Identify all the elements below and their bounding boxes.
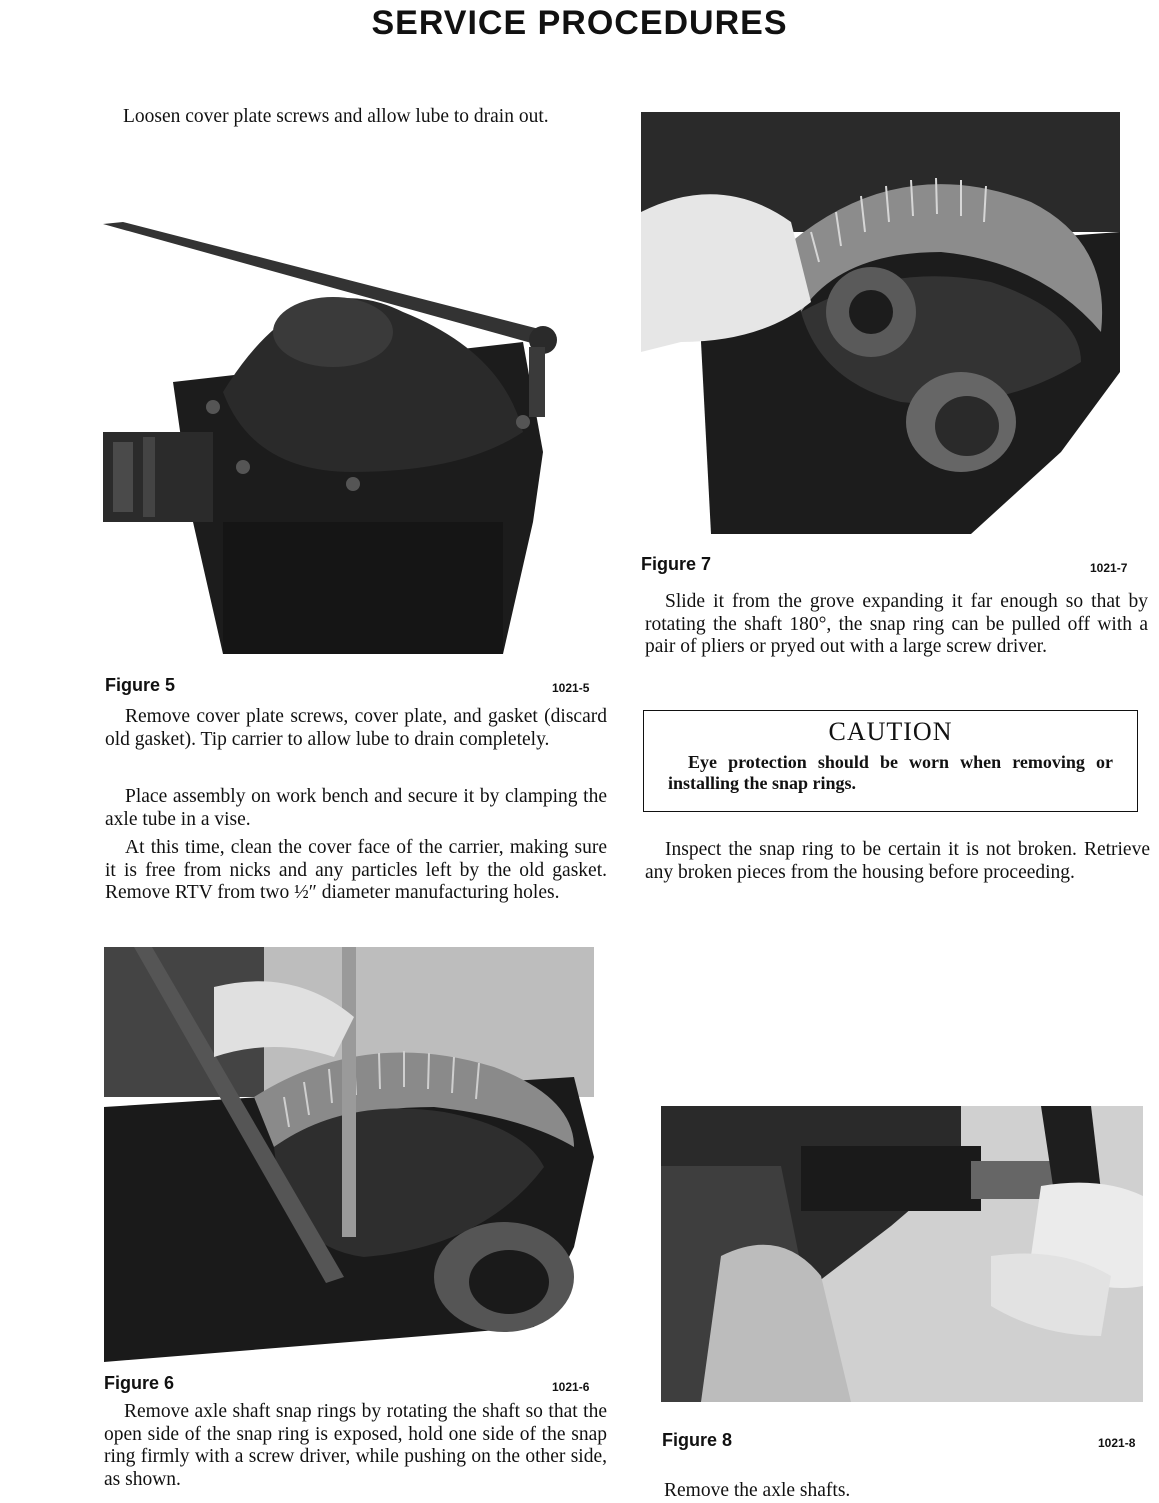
page-title: SERVICE PROCEDURES bbox=[371, 4, 788, 42]
paragraph-drain-lube: Loosen cover plate screws and allow lube… bbox=[123, 106, 549, 127]
figure-5-label: Figure 5 bbox=[105, 675, 176, 695]
figure-6-code: 1021-6 bbox=[552, 1380, 590, 1394]
figure-6-photo bbox=[104, 947, 594, 1362]
figure-7-label: Figure 7 bbox=[641, 554, 712, 574]
paragraph-inspect-snap-ring: Inspect the snap ring to be certain it i… bbox=[645, 839, 1150, 883]
caution-title: CAUTION bbox=[828, 717, 953, 746]
figure-6-label: Figure 6 bbox=[104, 1373, 175, 1393]
paragraph-remove-cover: Remove cover plate screws, cover plate, … bbox=[105, 706, 607, 750]
figure-8-label: Figure 8 bbox=[662, 1430, 733, 1450]
figure-7-code: 1021-7 bbox=[1090, 561, 1128, 575]
figure-7-photo bbox=[641, 112, 1120, 534]
figure-5-code: 1021-5 bbox=[552, 681, 590, 695]
figure-5-photo bbox=[103, 222, 581, 654]
caution-text: Eye protection should be worn when remov… bbox=[668, 752, 1113, 793]
figure-8-photo bbox=[661, 1106, 1143, 1402]
paragraph-remove-snap-rings: Remove axle shaft snap rings by rotating… bbox=[104, 1401, 607, 1490]
paragraph-work-bench: Place assembly on work bench and secure … bbox=[105, 786, 607, 830]
paragraph-slide-from-grove: Slide it from the grove expanding it far… bbox=[645, 591, 1148, 657]
paragraph-clean-cover-face: At this time, clean the cover face of th… bbox=[105, 837, 607, 903]
figure-8-code: 1021-8 bbox=[1098, 1436, 1136, 1450]
paragraph-remove-axle-shafts: Remove the axle shafts. bbox=[664, 1480, 851, 1501]
caution-box: CAUTION Eye protection should be worn wh… bbox=[643, 710, 1138, 812]
